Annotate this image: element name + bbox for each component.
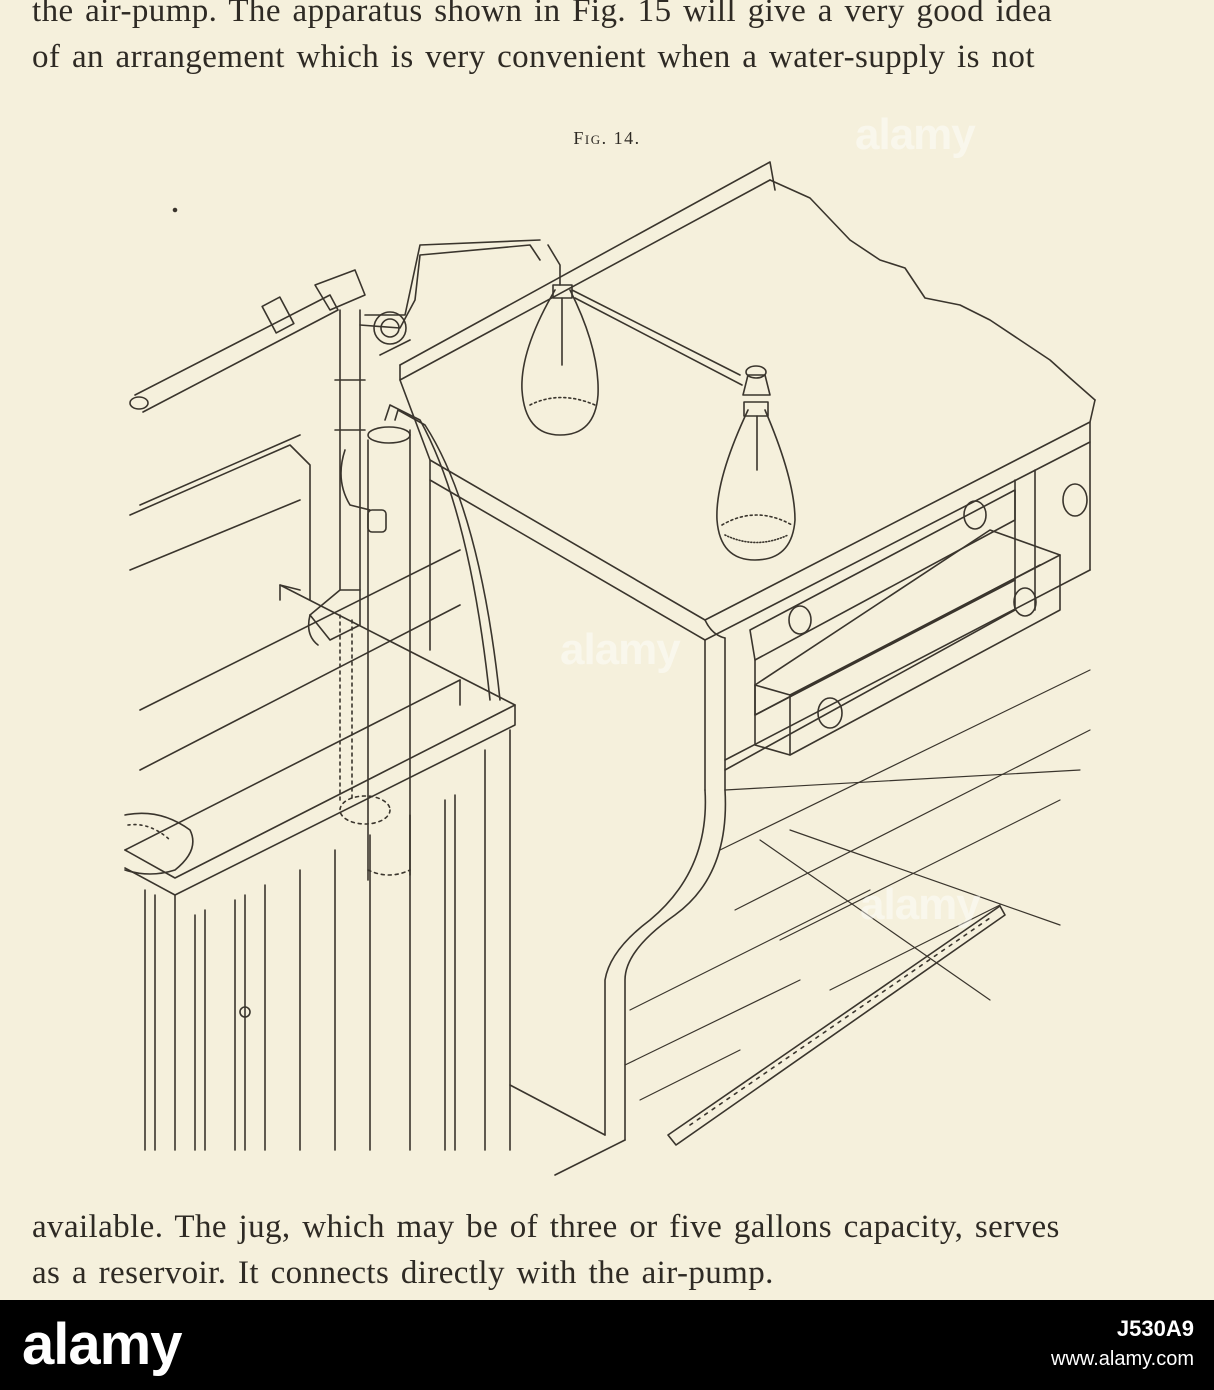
site-link[interactable]: www.alamy.com xyxy=(1051,1348,1194,1370)
watermark: alamy xyxy=(860,880,981,929)
watermark: alamy xyxy=(560,625,681,674)
figure-illustration xyxy=(0,150,1214,1200)
flask-right xyxy=(716,365,796,561)
bottom-paragraph: available. The jug, which may be of thre… xyxy=(32,1204,1182,1296)
text-line: as a reservoir. It connects directly wit… xyxy=(32,1255,774,1291)
top-paragraph: the air-pump. The apparatus shown in Fig… xyxy=(32,0,1182,80)
cylinder xyxy=(339,404,501,881)
watermark: alamy xyxy=(855,110,976,159)
table-top xyxy=(399,161,1096,641)
book-page: the air-pump. The apparatus shown in Fig… xyxy=(0,0,1214,1296)
sink-cabinet xyxy=(124,434,516,1151)
flask-left xyxy=(521,244,743,436)
floor-ruler xyxy=(667,905,1006,1146)
text-line: available. The jug, which may be of thre… xyxy=(32,1209,1060,1245)
pump-apparatus xyxy=(129,239,541,646)
figure-caption: Fig. 14. xyxy=(573,128,641,148)
text-line: of an arrangement which is very convenie… xyxy=(32,39,1035,75)
banner-info: J530A9 www.alamy.com xyxy=(1051,1314,1194,1374)
stock-banner: alamy J530A9 www.alamy.com xyxy=(0,1300,1214,1390)
floor-lines xyxy=(624,669,1091,1101)
alamy-logo[interactable]: alamy xyxy=(22,1312,182,1377)
image-id: J530A9 xyxy=(1116,1316,1194,1341)
table-body xyxy=(429,441,1091,1176)
drawers xyxy=(749,483,1088,756)
text-line: the air-pump. The apparatus shown in Fig… xyxy=(32,0,1053,29)
